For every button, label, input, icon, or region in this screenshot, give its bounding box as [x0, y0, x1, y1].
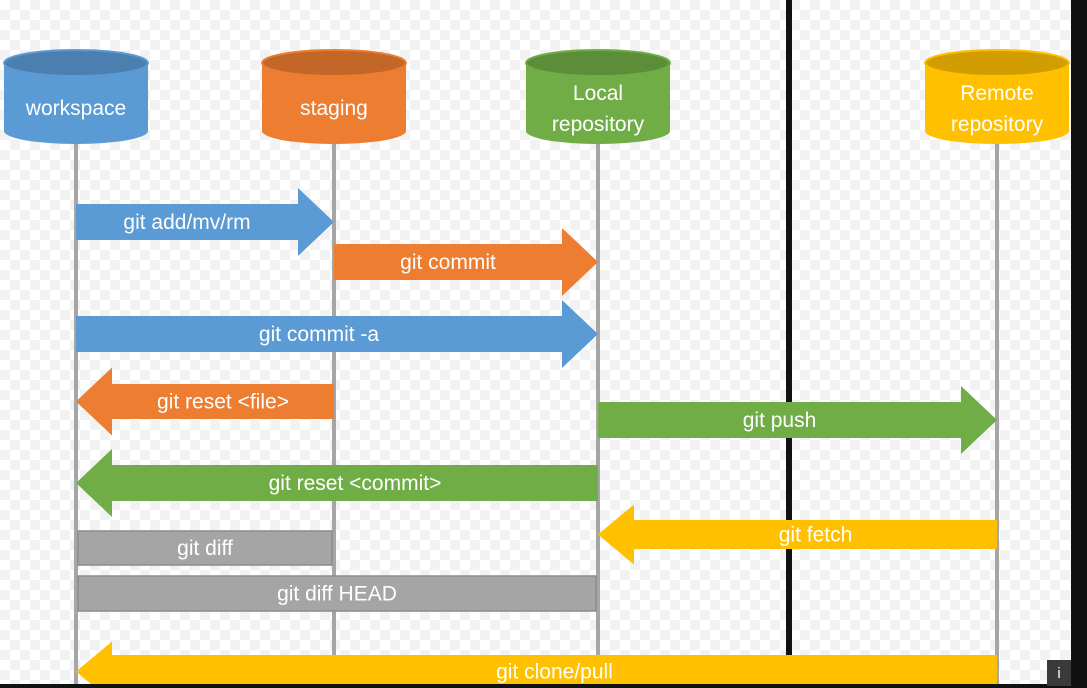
- node-label-local: Local: [573, 82, 623, 105]
- command-arrow-9: [76, 641, 997, 688]
- frame-border-right: [1071, 0, 1087, 688]
- command-bar-7: [77, 530, 333, 566]
- cylinder-bottom-local: [526, 118, 670, 144]
- command-label-9: git clone/pull: [496, 661, 613, 684]
- command-label-3: git reset <file>: [157, 391, 289, 414]
- node-label-workspace: workspace: [25, 97, 126, 120]
- node-label-remote: Remote: [960, 82, 1034, 105]
- divider-line: [786, 0, 792, 688]
- cylinder-top-staging: [261, 49, 407, 77]
- command-label-2: git commit -a: [259, 323, 380, 346]
- cylinder-top-workspace: [3, 49, 149, 77]
- command-label-8: git diff HEAD: [277, 583, 397, 606]
- command-arrow-3: [76, 367, 334, 436]
- command-label-7: git diff: [177, 537, 233, 560]
- command-label-1: git commit: [400, 251, 496, 274]
- command-label-0: git add/mv/rm: [123, 211, 250, 234]
- info-button[interactable]: i: [1047, 660, 1071, 686]
- frame-border-bottom: [0, 684, 1087, 688]
- command-arrow-4: [598, 386, 997, 454]
- lifeline-workspace: [74, 140, 78, 688]
- command-arrow-1: [334, 228, 598, 296]
- cylinder-top-local: [525, 49, 671, 77]
- command-arrow-2: [76, 300, 598, 368]
- command-arrow-5: [76, 449, 598, 517]
- command-label-6: git fetch: [779, 524, 853, 547]
- node-label-staging: staging: [300, 97, 368, 120]
- command-bar-8: [77, 575, 597, 612]
- lifeline-remote: [995, 140, 999, 688]
- cylinder-bottom-workspace: [4, 118, 148, 144]
- node-label-local: repository: [552, 113, 645, 136]
- command-label-5: git reset <commit>: [269, 472, 442, 495]
- cylinder-bottom-staging: [262, 118, 406, 144]
- command-arrow-0: [76, 188, 334, 256]
- command-arrow-6: [598, 504, 997, 565]
- command-label-4: git push: [743, 409, 817, 432]
- node-label-remote: repository: [951, 113, 1044, 136]
- cylinder-top-remote: [924, 49, 1070, 77]
- cylinder-bottom-remote: [925, 118, 1069, 144]
